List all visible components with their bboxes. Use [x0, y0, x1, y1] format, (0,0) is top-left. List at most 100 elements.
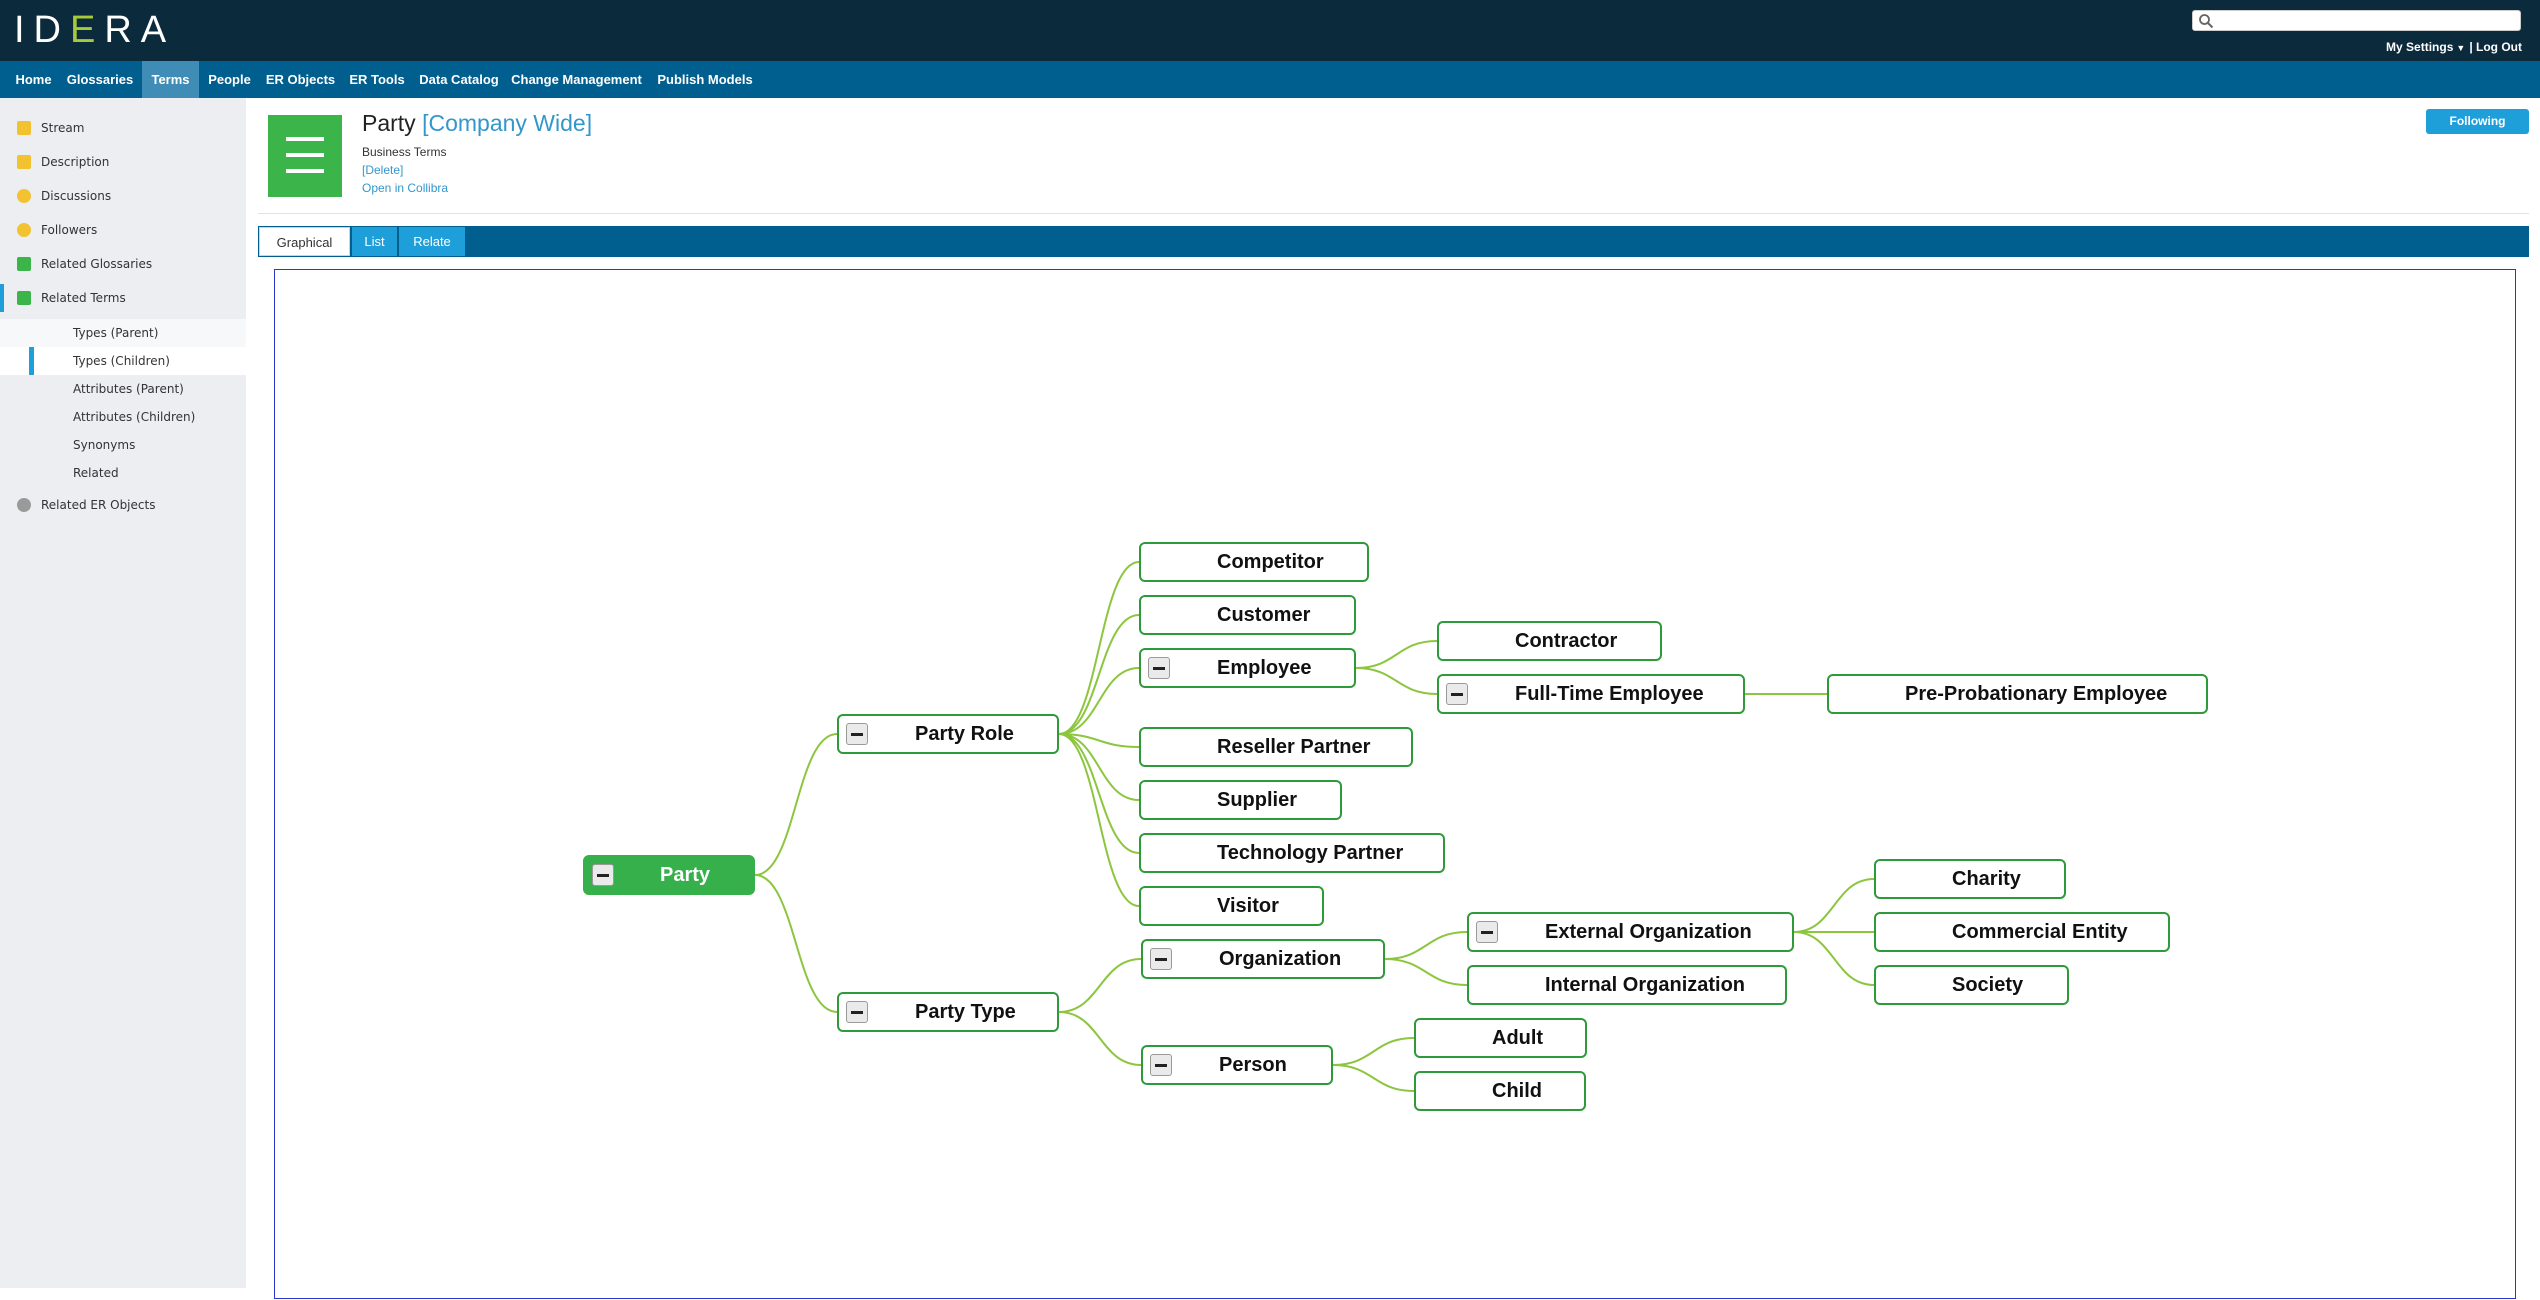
open-in-collibra-link[interactable]: Open in Collibra: [362, 181, 449, 195]
collapse-icon[interactable]: [1476, 921, 1498, 943]
sidebar-subitem-types-children[interactable]: Types (Children): [0, 347, 246, 375]
node-label: Reseller Partner: [1217, 736, 1371, 758]
term-name: Party: [362, 110, 416, 136]
node-society[interactable]: Society: [1874, 965, 2069, 1005]
nav-people[interactable]: People: [208, 72, 251, 87]
node-label: Party Type: [915, 1001, 1016, 1023]
edge-party_type-person: [1058, 1011, 1142, 1066]
node-label: Internal Organization: [1545, 974, 1746, 996]
term-list-icon: [268, 115, 342, 197]
sidebar-subitem-types-parent[interactable]: Types (Parent): [0, 319, 246, 347]
node-party-role[interactable]: Party Role: [837, 714, 1059, 754]
edge-party_role-reseller_partner: [1058, 733, 1140, 748]
sidebar-item-discussions[interactable]: Discussions: [0, 182, 246, 210]
tab-list[interactable]: List: [352, 227, 397, 256]
sidebar-subitem-label: Attributes (Parent): [73, 382, 184, 396]
header-divider: [258, 213, 2529, 214]
node-full-time-employee[interactable]: Full-Time Employee: [1437, 674, 1745, 714]
node-employee[interactable]: Employee: [1139, 648, 1356, 688]
sidebar-item-stream[interactable]: Stream: [0, 114, 246, 142]
node-label: Organization: [1219, 948, 1342, 970]
tabs-bar: [258, 226, 2529, 257]
sidebar-subitem-related[interactable]: Related: [0, 459, 246, 487]
node-external-organization[interactable]: External Organization: [1467, 912, 1794, 952]
edge-organization-external_organization: [1384, 931, 1468, 960]
sidebar-item-label: Stream: [41, 121, 85, 135]
sidebar-subitem-attributes-parent[interactable]: Attributes (Parent): [0, 375, 246, 403]
sidebar-item-related-er-objects[interactable]: Related ER Objects: [0, 491, 246, 519]
following-button[interactable]: Following: [2426, 109, 2529, 134]
node-person[interactable]: Person: [1141, 1045, 1333, 1085]
collapse-icon[interactable]: [1446, 683, 1468, 705]
node-organization[interactable]: Organization: [1141, 939, 1385, 979]
nav-data-catalog[interactable]: Data Catalog: [419, 72, 499, 87]
delete-link[interactable]: [Delete]: [362, 163, 404, 177]
collapse-icon[interactable]: [592, 864, 614, 886]
edge-party_role-visitor: [1058, 733, 1140, 907]
tab-graphical[interactable]: Graphical: [259, 227, 350, 256]
edge-party-party_type: [754, 874, 838, 1013]
graph-canvas[interactable]: Party Party Role Party Type Competitor C…: [274, 269, 2516, 1299]
node-internal-organization[interactable]: Internal Organization: [1467, 965, 1787, 1005]
nav-er-tools[interactable]: ER Tools: [349, 72, 405, 87]
sidebar-item-label: Related Terms: [41, 291, 126, 305]
collapse-icon[interactable]: [1150, 1054, 1172, 1076]
sidebar: Stream Description Discussions Followers…: [0, 98, 246, 1288]
logout-link[interactable]: Log Out: [2476, 40, 2522, 54]
node-label: Party Role: [915, 723, 1014, 745]
node-contractor[interactable]: Contractor: [1437, 621, 1662, 661]
caret-down-icon: ▼: [2456, 43, 2466, 53]
node-child[interactable]: Child: [1414, 1071, 1586, 1111]
sidebar-item-related-terms[interactable]: Related Terms: [0, 284, 246, 312]
idera-logo[interactable]: IDERA: [14, 9, 176, 51]
nav-publish-models[interactable]: Publish Models: [657, 72, 753, 87]
graph-edges: [754, 561, 1875, 1092]
node-label: Technology Partner: [1217, 842, 1404, 864]
node-reseller-partner[interactable]: Reseller Partner: [1139, 727, 1413, 767]
node-label: Pre-Probationary Employee: [1905, 683, 2168, 705]
search-box[interactable]: [2192, 10, 2521, 31]
node-charity[interactable]: Charity: [1874, 859, 2066, 899]
nav-er-objects[interactable]: ER Objects: [265, 72, 336, 87]
tab-relate[interactable]: Relate: [399, 227, 465, 256]
edge-employee-full_time_employee: [1355, 667, 1438, 695]
node-supplier[interactable]: Supplier: [1139, 780, 1342, 820]
edge-party-party_role: [754, 733, 838, 876]
node-competitor[interactable]: Competitor: [1139, 542, 1369, 582]
sidebar-subitem-synonyms[interactable]: Synonyms: [0, 431, 246, 459]
collapse-icon[interactable]: [1150, 948, 1172, 970]
nav-terms[interactable]: Terms: [142, 61, 199, 98]
node-label: Society: [1952, 974, 2024, 996]
node-label: External Organization: [1545, 921, 1752, 943]
sidebar-subitem-label: Attributes (Children): [73, 410, 196, 424]
sidebar-item-followers[interactable]: Followers: [0, 216, 246, 244]
my-settings-menu[interactable]: My Settings▼: [2386, 40, 2466, 54]
sidebar-item-related-glossaries[interactable]: Related Glossaries: [0, 250, 246, 278]
node-commercial-entity[interactable]: Commercial Entity: [1874, 912, 2170, 952]
sidebar-item-description[interactable]: Description: [0, 148, 246, 176]
edge-party_role-employee: [1058, 667, 1140, 735]
node-visitor[interactable]: Visitor: [1139, 886, 1324, 926]
top-bar: IDERA My Settings▼| Log Out: [0, 0, 2540, 61]
node-label: Full-Time Employee: [1515, 683, 1704, 705]
edge-person-adult: [1332, 1037, 1415, 1066]
collapse-icon[interactable]: [846, 723, 868, 745]
node-label: Visitor: [1217, 895, 1279, 917]
sidebar-item-label: Related ER Objects: [41, 498, 156, 512]
node-pre-probationary-employee[interactable]: Pre-Probationary Employee: [1827, 674, 2208, 714]
sidebar-subitem-attributes-children[interactable]: Attributes (Children): [0, 403, 246, 431]
collapse-icon[interactable]: [846, 1001, 868, 1023]
sidebar-subitem-label: Types (Parent): [73, 326, 159, 340]
node-adult[interactable]: Adult: [1414, 1018, 1587, 1058]
nav-change-management[interactable]: Change Management: [511, 72, 642, 87]
collapse-icon[interactable]: [1148, 657, 1170, 679]
node-label: Child: [1492, 1080, 1542, 1102]
node-customer[interactable]: Customer: [1139, 595, 1356, 635]
nav-glossaries[interactable]: Glossaries: [66, 72, 134, 87]
node-party[interactable]: Party: [583, 855, 755, 895]
node-technology-partner[interactable]: Technology Partner: [1139, 833, 1445, 873]
nav-home[interactable]: Home: [15, 72, 52, 87]
search-input[interactable]: [2219, 12, 2515, 29]
node-party-type[interactable]: Party Type: [837, 992, 1059, 1032]
edge-external_organization-society: [1793, 931, 1875, 986]
